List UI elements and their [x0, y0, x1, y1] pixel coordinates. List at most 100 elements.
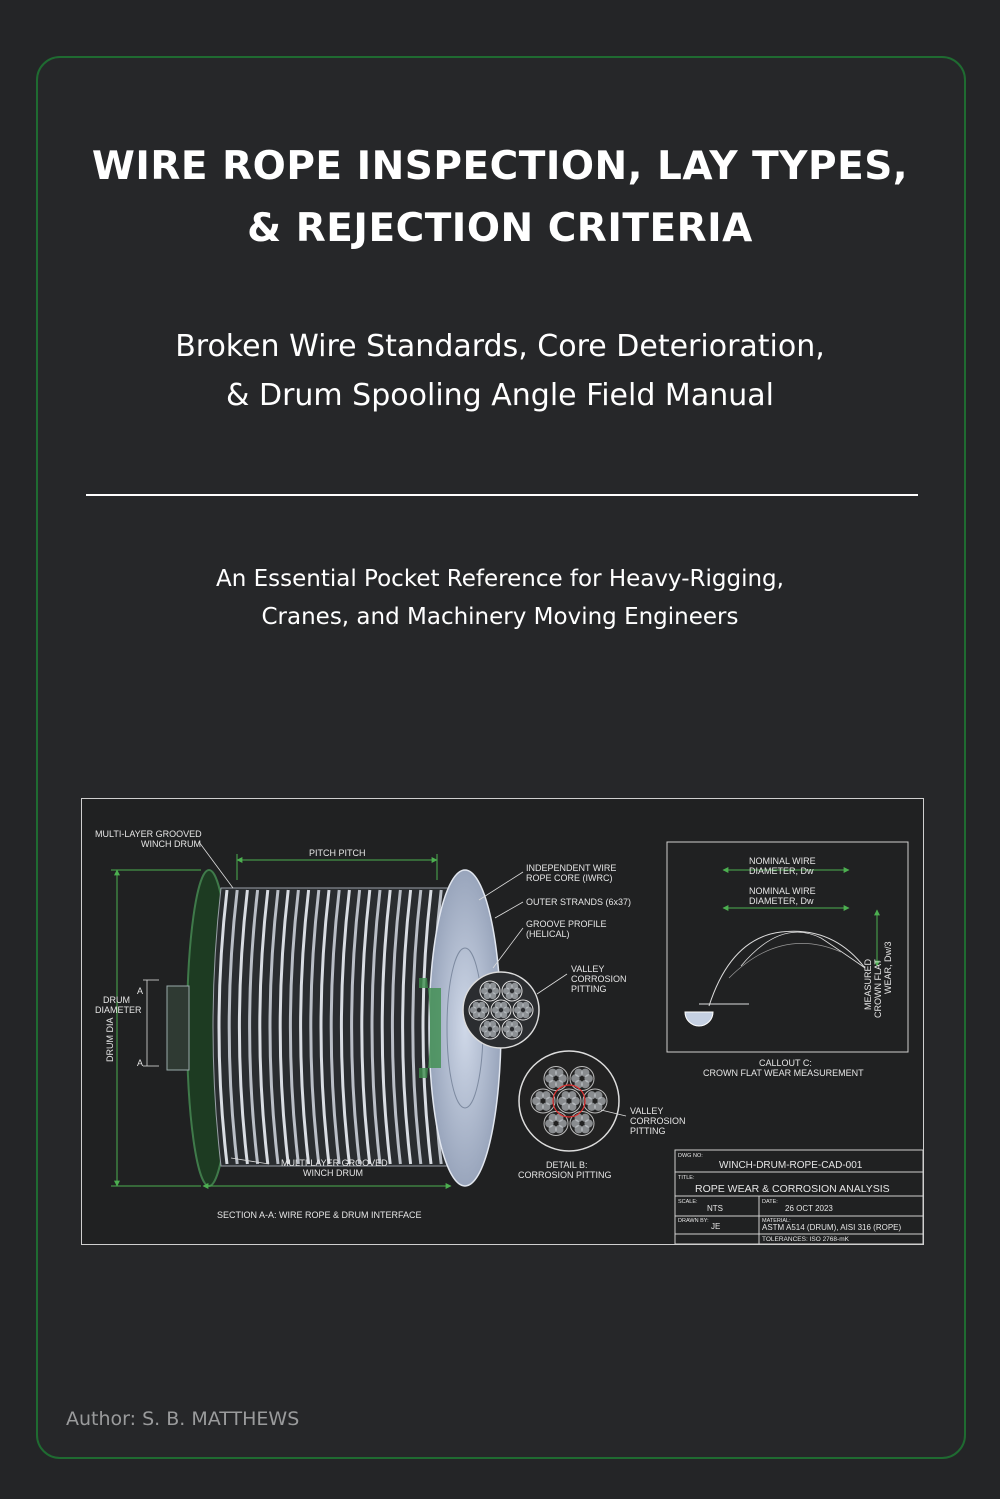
subtitle-line-1: Broken Wire Standards, Core Deterioratio… [175, 329, 825, 364]
label-valley-2-2: CORROSION [630, 1116, 686, 1126]
label-pitch: PITCH PITCH [309, 848, 366, 858]
label-drum-bottom-2: WINCH DRUM [303, 1168, 363, 1178]
rope-strand [543, 1065, 569, 1091]
rope-wire [489, 982, 497, 990]
rope-wire [561, 1091, 570, 1100]
tb-dwg-no-label: DWG NO: [678, 1153, 703, 1159]
tb-tolerances: TOLERANCES: ISO 2768-mK [762, 1236, 850, 1243]
rope-wire [522, 1001, 530, 1009]
rope-wrap [288, 889, 300, 1165]
rope-strand [530, 1088, 556, 1114]
label-valley-1-3: PITTING [571, 984, 607, 994]
detail-b [518, 1050, 620, 1152]
tb-dwg-no: WINCH-DRUM-ROPE-CAD-001 [719, 1160, 863, 1171]
label-crown-vertical-2: CROWN FLAT [873, 959, 883, 1018]
title-block-text: DWG NO: WINCH-DRUM-ROPE-CAD-001 TITLE: R… [678, 1153, 901, 1243]
rope-wire [587, 1091, 596, 1100]
rope-wire [511, 992, 519, 1000]
book-tagline: An Essential Pocket Reference for Heavy-… [100, 560, 900, 636]
label-callout-c-2: CROWN FLAT WEAR MEASUREMENT [703, 1068, 864, 1078]
label-section-caption: SECTION A-A: WIRE ROPE & DRUM INTERFACE [217, 1210, 422, 1220]
rope-wrap [401, 889, 413, 1165]
rope-strand [468, 999, 490, 1021]
label-iwrc-2: ROPE CORE (IWRC) [526, 873, 613, 883]
rope-wire [511, 982, 519, 990]
rope-wrap [360, 889, 372, 1165]
leader-lines [143, 841, 627, 1165]
label-detail-b-2: CORROSION PITTING [518, 1170, 612, 1180]
rope-strand [501, 1018, 523, 1040]
drum-hub [166, 985, 190, 1071]
rope-wire [594, 1091, 603, 1100]
label-drum-dia-2: DIAMETER [95, 1005, 142, 1015]
tb-title-label: TITLE: [678, 1175, 695, 1181]
label-valley-2-3: PITTING [630, 1126, 666, 1136]
rope-wire [483, 982, 491, 990]
tagline-line-1: An Essential Pocket Reference for Heavy-… [216, 566, 784, 592]
cover-border [36, 56, 966, 1459]
label-drum-dia-vertical: DRUM DIA [105, 1018, 115, 1063]
tb-date: 26 OCT 2023 [785, 1204, 833, 1213]
tb-drawn-label: DRAWN BY: [678, 1218, 709, 1224]
rope-wire [555, 1125, 564, 1134]
rope-wire [542, 1102, 551, 1111]
tb-date-label: DATE: [762, 1199, 778, 1205]
rope-wire [489, 992, 497, 1000]
rope-strand [501, 980, 523, 1002]
label-valley-1-2: CORROSION [571, 974, 627, 984]
rope-wire [505, 982, 513, 990]
tb-scale-label: SCALE: [678, 1199, 698, 1205]
title-line-2: & REJECTION CRITERIA [247, 206, 753, 251]
rope-wrap [380, 889, 392, 1165]
rope-wire [472, 1001, 480, 1009]
tagline-line-2: Cranes, and Machinery Moving Engineers [261, 604, 739, 630]
rope-wire [500, 1011, 508, 1019]
label-valley-1-1: VALLEY [571, 964, 604, 974]
drum-flange [419, 869, 502, 1187]
rope-wrap [319, 889, 331, 1165]
label-callout-c-1: CALLOUT C: [759, 1058, 812, 1068]
rope-cross-section [462, 971, 540, 1049]
label-drum-dia-1: DRUM [103, 995, 130, 1005]
dimension-lines [111, 854, 452, 1189]
rope-wire [500, 1001, 508, 1009]
drawing-labels: MULTI-LAYER GROOVED WINCH DRUM PITCH PIT… [95, 829, 893, 1220]
label-nominal-2-1: NOMINAL WIRE [749, 886, 816, 896]
rope-wrap [227, 889, 239, 1165]
rope-wire [581, 1113, 590, 1123]
rope-wire [494, 1001, 502, 1009]
rope-wire [542, 1091, 551, 1100]
rope-strand [582, 1088, 608, 1114]
label-drum-top-1: MULTI-LAYER GROOVED [95, 829, 202, 839]
label-drum-top-2: WINCH DRUM [141, 839, 201, 849]
rope-wrap [217, 889, 229, 1165]
rope-wrap [299, 889, 311, 1165]
rope-wrap [370, 889, 382, 1165]
rope-wire [478, 1001, 486, 1009]
rope-wire [535, 1091, 544, 1100]
subtitle-line-2: & Drum Spooling Angle Field Manual [226, 378, 774, 413]
label-groove-2: (HELICAL) [526, 929, 570, 939]
label-valley-2-1: VALLEY [630, 1106, 663, 1116]
rope-wire [483, 1020, 491, 1028]
rope-strand [490, 999, 512, 1021]
label-groove-1: GROOVE PROFILE [526, 919, 607, 929]
rope-wrap [329, 889, 341, 1165]
rope-wire [511, 1030, 519, 1038]
rope-wrap [421, 889, 433, 1165]
label-iwrc-1: INDEPENDENT WIRE [526, 863, 616, 873]
rope-wrap [309, 889, 321, 1165]
rope-strand [479, 980, 501, 1002]
rope-wire [568, 1091, 577, 1100]
book-subtitle: Broken Wire Standards, Core Deterioratio… [80, 322, 920, 420]
technical-drawing: MULTI-LAYER GROOVED WINCH DRUM PITCH PIT… [81, 798, 924, 1245]
tb-title: ROPE WEAR & CORROSION ANALYSIS [695, 1183, 890, 1195]
rope-strand [512, 999, 534, 1021]
book-title: WIRE ROPE INSPECTION, LAY TYPES, & REJEC… [60, 136, 940, 260]
rope-wire [489, 1030, 497, 1038]
rope-wire [489, 1020, 497, 1028]
rope-wire [548, 1113, 557, 1123]
corrosion-pitting-mark [552, 1084, 586, 1118]
rope-wire [581, 1079, 590, 1089]
detail-b-strands [530, 1065, 608, 1137]
